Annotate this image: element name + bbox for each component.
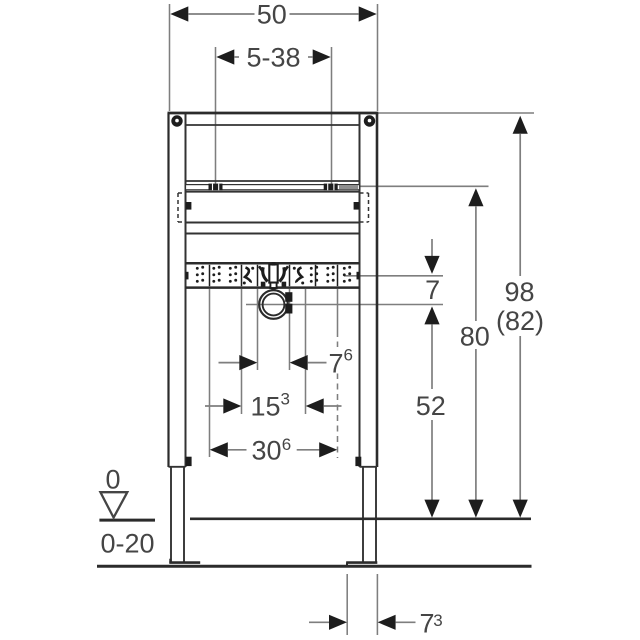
svg-text:0: 0: [105, 464, 120, 494]
svg-text:5-38: 5-38: [246, 42, 300, 72]
svg-text:7: 7: [425, 275, 440, 305]
svg-text:52: 52: [416, 391, 446, 421]
svg-text:3: 3: [433, 611, 442, 630]
svg-text:30: 30: [251, 435, 281, 465]
svg-text:(82): (82): [496, 306, 544, 336]
svg-text:3: 3: [281, 389, 290, 408]
svg-text:80: 80: [460, 321, 490, 351]
svg-text:7: 7: [420, 609, 435, 639]
svg-text:6: 6: [344, 345, 353, 364]
svg-text:98: 98: [504, 277, 534, 307]
svg-text:6: 6: [282, 435, 291, 454]
svg-text:7: 7: [329, 348, 344, 378]
svg-text:15: 15: [250, 392, 280, 422]
svg-text:0-20: 0-20: [101, 528, 155, 558]
svg-text:50: 50: [257, 0, 287, 30]
